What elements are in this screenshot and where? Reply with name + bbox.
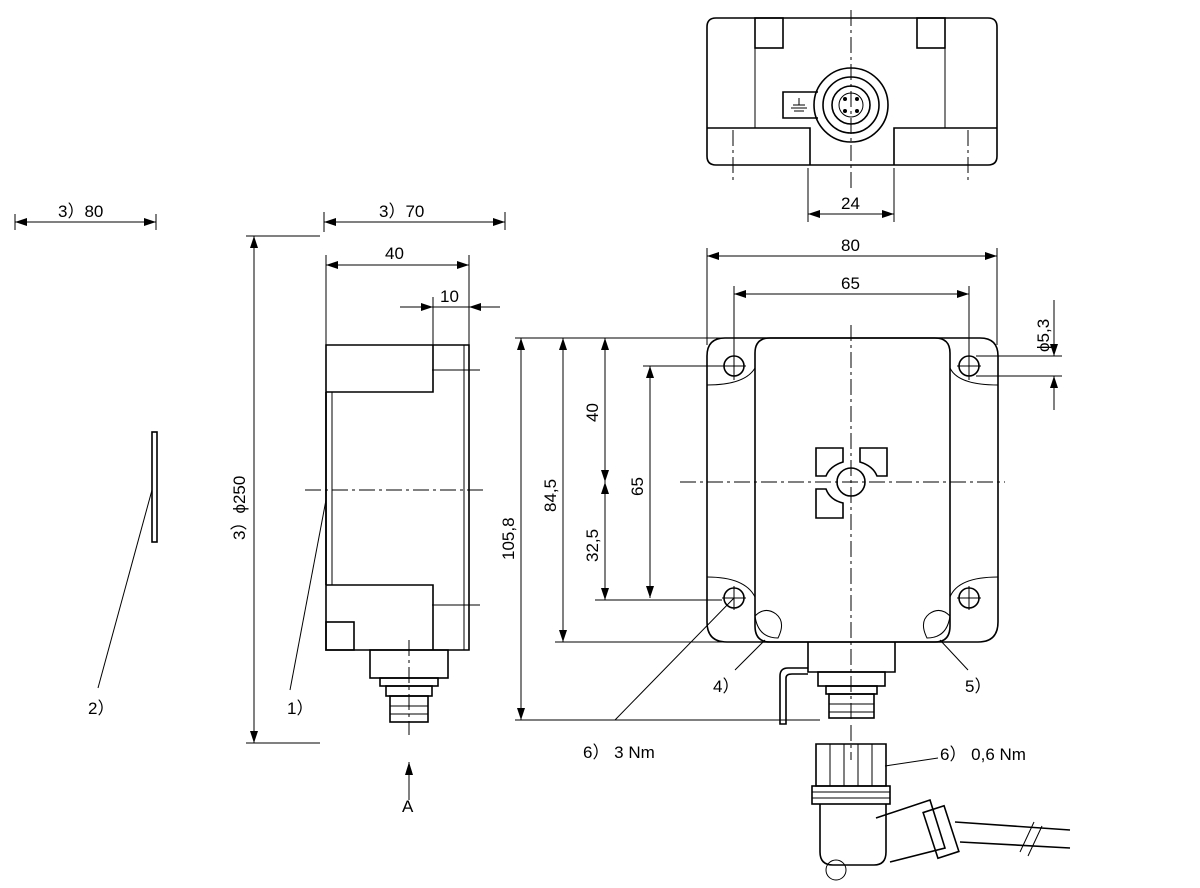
dim-label-32-5: 32,5 (583, 529, 602, 562)
view-label-a: A (402, 797, 414, 816)
dim-label-40-side: 40 (385, 244, 404, 263)
dim-label-105-8: 105,8 (499, 517, 518, 560)
note-label-6-3nm: 6） 3 Nm (583, 743, 655, 762)
dim-label-80-plate: 3）80 (58, 202, 103, 221)
dim-label-40-v: 40 (583, 403, 602, 422)
note-label-5: 5） (965, 677, 991, 696)
cable-connector: 6） 0,6 Nm (811, 725, 1071, 881)
dim-label-5-3: ϕ5,3 (1034, 319, 1053, 352)
top-view: 24 (706, 10, 998, 222)
note-label-2: 2） (88, 699, 114, 718)
side-view: 3）70 40 10 3）ϕ250 (230, 202, 506, 816)
note-label-4: 4） (713, 677, 739, 696)
dim-label-10: 10 (440, 287, 459, 306)
target-plate: 3）80 2） (14, 202, 158, 718)
dim-label-65-v: 65 (628, 477, 647, 496)
front-view: 80 65 (499, 236, 1062, 762)
dim-label-70: 3）70 (379, 202, 424, 221)
dim-label-24: 24 (841, 194, 860, 213)
dim-label-250: 3）ϕ250 (230, 476, 249, 540)
dim-label-84-5: 84,5 (541, 479, 560, 512)
note-label-1: 1） (287, 699, 313, 718)
dim-label-65-h: 65 (841, 274, 860, 293)
note-label-6-06nm: 6） 0,6 Nm (940, 745, 1026, 764)
dim-label-80: 80 (841, 236, 860, 255)
